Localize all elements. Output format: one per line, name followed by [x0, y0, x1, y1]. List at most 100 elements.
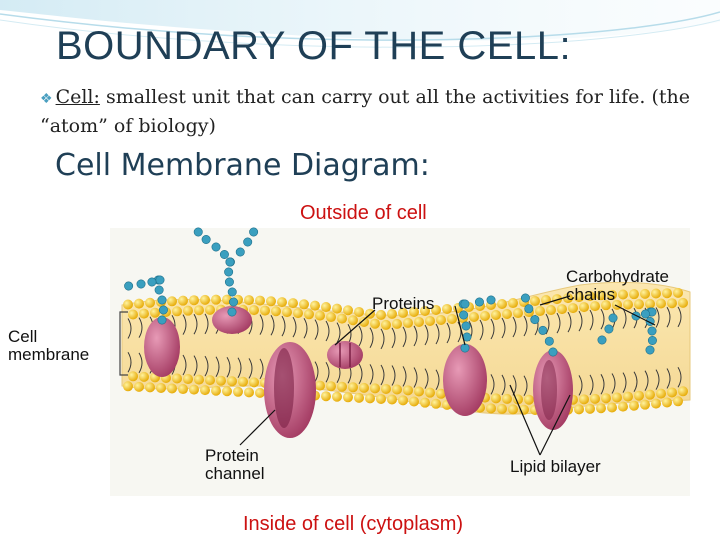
lipid-head [244, 295, 254, 305]
carbohydrate-bead [228, 288, 236, 296]
lipid-head [321, 391, 331, 401]
lipid-head [508, 298, 518, 308]
lipid-head [403, 385, 413, 395]
lipid-head [601, 393, 611, 403]
lipid-head [634, 391, 644, 401]
lipid-head [348, 315, 358, 325]
lipid-head [673, 288, 683, 298]
carbohydrate-bead [648, 336, 656, 344]
lipid-head [189, 295, 199, 305]
lipid-head [244, 387, 254, 397]
carbohydrate-bead [124, 282, 132, 290]
lipid-head [535, 306, 545, 316]
carbohydrate-bead [212, 243, 220, 251]
carbohydrate-bead [202, 235, 210, 243]
carbohydrate-line1: Carbohydrate [566, 268, 669, 286]
carbohydrate-bead [461, 300, 469, 308]
lipid-head [315, 381, 325, 391]
bullet-icon: ❖ [40, 91, 53, 107]
lipid-head [134, 299, 144, 309]
carbohydrate-bead [549, 348, 557, 356]
carbohydrate-line2: chains [566, 286, 669, 304]
lipid-head [167, 384, 177, 394]
lipid-head [359, 383, 369, 393]
lipid-head [546, 305, 556, 315]
lipid-head [491, 310, 501, 320]
page-title: BOUNDARY OF THE CELL: [56, 24, 571, 69]
lipid-head [392, 319, 402, 329]
lipid-head [497, 404, 507, 414]
lipid-head [596, 403, 606, 413]
lipid-head [337, 382, 347, 392]
protein-right [533, 350, 573, 430]
lipid-head [315, 311, 325, 321]
label-inside-of-cell: Inside of cell (cytoplasm) [243, 513, 463, 536]
lipid-head [249, 305, 259, 315]
channel-line2: channel [205, 465, 265, 483]
carbohydrate-bead [226, 258, 234, 266]
lipid-head [277, 297, 287, 307]
lipid-head [651, 399, 661, 409]
lipid-head [183, 306, 193, 316]
carbohydrate-bead [487, 296, 495, 304]
lipid-head [128, 371, 138, 381]
lipid-head [337, 314, 347, 324]
lipid-head [370, 319, 380, 329]
lipid-head [211, 386, 221, 396]
lipid-head [189, 385, 199, 395]
carbohydrate-bead [598, 336, 606, 344]
lipid-head [381, 320, 391, 330]
lipid-head [574, 404, 584, 414]
lipid-head [156, 383, 166, 393]
lipid-head [194, 305, 204, 315]
lipid-head [150, 308, 160, 318]
carbohydrate-bead [521, 294, 529, 302]
lipid-head [447, 314, 457, 324]
lipid-head [579, 394, 589, 404]
lipid-head [585, 404, 595, 414]
lipid-head [205, 305, 215, 315]
lipid-head [557, 304, 567, 314]
carbohydrate-bead [609, 314, 617, 322]
lipid-head [343, 305, 353, 315]
lipid-head [431, 399, 441, 409]
cell-line2: membrane [8, 346, 89, 364]
channel-line1: Protein [205, 447, 265, 465]
lipid-head [502, 394, 512, 404]
carbohydrate-bead [159, 306, 167, 314]
lipid-head [392, 385, 402, 395]
carbohydrate-bead [539, 326, 547, 334]
carbohydrate-bead [243, 238, 251, 246]
lipid-head [590, 394, 600, 404]
lipid-head [271, 306, 281, 316]
carbohydrate-bead [148, 278, 156, 286]
lipid-head [425, 316, 435, 326]
lipid-head [354, 393, 364, 403]
lipid-head [656, 389, 666, 399]
lipid-head [145, 298, 155, 308]
label-proteins: Proteins [372, 295, 434, 313]
lipid-head [524, 395, 534, 405]
lipid-head [326, 381, 336, 391]
lipid-head [640, 400, 650, 410]
lipid-head [260, 306, 270, 316]
bullet-definition: ❖Cell: smallest unit that can carry out … [40, 84, 690, 140]
lipid-head [321, 302, 331, 312]
lipid-head [172, 374, 182, 384]
carbohydrate-bead [224, 268, 232, 276]
lipid-head [288, 298, 298, 308]
lipid-head [282, 307, 292, 317]
label-cell-membrane: Cell membrane [8, 328, 89, 364]
protein-channel [264, 342, 316, 438]
lipid-head [183, 374, 193, 384]
lipid-head [167, 296, 177, 306]
carbohydrate-bead [225, 278, 233, 286]
carbohydrate-bead [137, 280, 145, 288]
carbohydrate-bead [156, 276, 164, 284]
lipid-head [134, 382, 144, 392]
lipid-head [469, 312, 479, 322]
lipid-head [216, 376, 226, 386]
lipid-head [172, 306, 182, 316]
lipid-head [612, 392, 622, 402]
carbohydrate-bead [236, 248, 244, 256]
